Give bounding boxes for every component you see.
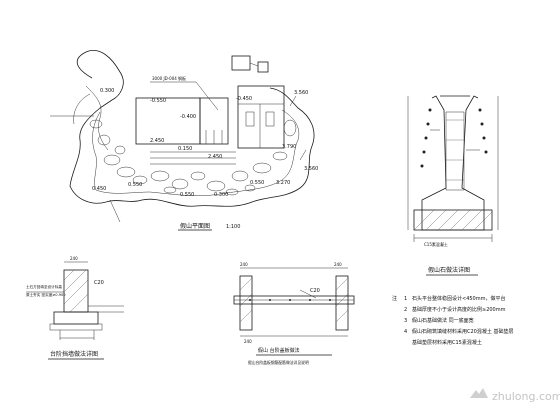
level-label: 0.550 bbox=[180, 192, 194, 198]
note-num: 1 bbox=[404, 296, 407, 302]
slab-dim-right: 240 bbox=[334, 262, 342, 267]
fixture bbox=[245, 111, 255, 127]
path-curve-2 bbox=[73, 93, 91, 125]
note-num: 4 bbox=[404, 329, 407, 335]
slab-dim-left: 240 bbox=[240, 262, 248, 267]
path-curve bbox=[85, 85, 109, 151]
rockery-inner-contour bbox=[92, 109, 300, 196]
level-label: 3.560 bbox=[304, 166, 318, 172]
left-support bbox=[239, 275, 253, 331]
watermark: zhulong.com bbox=[470, 388, 560, 403]
level-label: 0.550 bbox=[128, 182, 142, 188]
plan-scale: 1:100 bbox=[226, 224, 240, 230]
general-notes: 注 1 石头平台整体稳固设计<450mm，做平台 2 基础厚度不小于设计高度的比… bbox=[392, 295, 513, 346]
rock-stones bbox=[89, 119, 297, 196]
callout-text: 3000 JD-004 钢板 bbox=[152, 75, 186, 81]
slab-dim-bottom: 240 bbox=[244, 339, 252, 344]
level-label: 0.300 bbox=[100, 88, 114, 94]
wall-section-title: 台阶挡墙做法详图 bbox=[50, 350, 98, 358]
slab-section-title: 假山 台阶盖板做法 bbox=[258, 347, 300, 354]
top-structure bbox=[231, 55, 251, 71]
wall-footing bbox=[53, 311, 99, 325]
wall-grade: C20 bbox=[94, 280, 104, 286]
wall-dim-top: 240 bbox=[70, 256, 78, 261]
level-label: -0.450 bbox=[236, 96, 252, 102]
watermark-text: zhulong.com bbox=[492, 390, 560, 403]
right-support bbox=[335, 275, 349, 331]
level-label: -0.550 bbox=[150, 98, 166, 104]
rock-bottom-note: C15素混凝土 bbox=[424, 241, 448, 247]
notes-label: 注 bbox=[392, 295, 397, 302]
level-label: 2.450 bbox=[150, 138, 164, 144]
rock-footing bbox=[413, 209, 493, 231]
note-text: 假山石基础做法 同一底面宽 bbox=[412, 317, 474, 324]
wall-note-1: 土石方回填至设计标高 bbox=[26, 284, 62, 289]
level-label: 3.790 bbox=[282, 144, 296, 150]
pavilion-outline bbox=[135, 97, 201, 145]
level-label: 2.450 bbox=[208, 154, 222, 160]
slab-section-note: 假山台阶盖板钢筋配筋做法详见说明 bbox=[248, 360, 309, 365]
note-text: 石头平台整体稳固设计<450mm，做平台 bbox=[412, 295, 505, 302]
level-label: 0.300 bbox=[214, 192, 228, 198]
rockery-outline bbox=[69, 50, 315, 207]
cover-slab-section: 240 240 C20 240 假山 台阶盖板做法 假山台阶盖板钢筋配筋做法详见… bbox=[233, 262, 355, 365]
level-label: 0.150 bbox=[178, 146, 192, 152]
steps-hatch bbox=[150, 130, 236, 165]
note-text: 基础垫层材料采用C15素混凝土 bbox=[412, 339, 482, 346]
step-wall-section: 240 C20 土石方回填至设计标高 原土夯实 密实度≥0.900 台阶挡墙做法… bbox=[26, 256, 124, 360]
toilet-block bbox=[237, 85, 285, 149]
fixture bbox=[265, 111, 275, 127]
rock-section-detail: C15素混凝土 假山石做法详图 bbox=[407, 95, 499, 276]
level-label: 0.550 bbox=[250, 180, 264, 186]
rock-section-title: 假山石做法详图 bbox=[428, 266, 470, 274]
rockery-plan-view: 0.300 -0.550 -0.400 -0.450 2.450 0.150 2… bbox=[50, 50, 318, 231]
level-label: 0.450 bbox=[92, 186, 106, 192]
note-text: 假山石砌筑填缝材料采用C20混凝土 基础垫层 bbox=[412, 328, 513, 335]
note-num: 3 bbox=[404, 318, 407, 324]
note-text: 基础厚度不小于设计高度的比例≥200mm bbox=[412, 306, 506, 313]
note-num: 2 bbox=[404, 307, 407, 313]
watermark-logo-icon bbox=[470, 388, 488, 398]
plan-title: 假山平面图 bbox=[180, 222, 210, 230]
level-label: 3.270 bbox=[276, 180, 290, 186]
wall-note-2: 原土夯实 密实度≥0.900 bbox=[26, 292, 66, 297]
level-label: -0.400 bbox=[180, 114, 196, 120]
slab-grade: C20 bbox=[310, 288, 320, 294]
level-label: 3.560 bbox=[294, 90, 308, 96]
